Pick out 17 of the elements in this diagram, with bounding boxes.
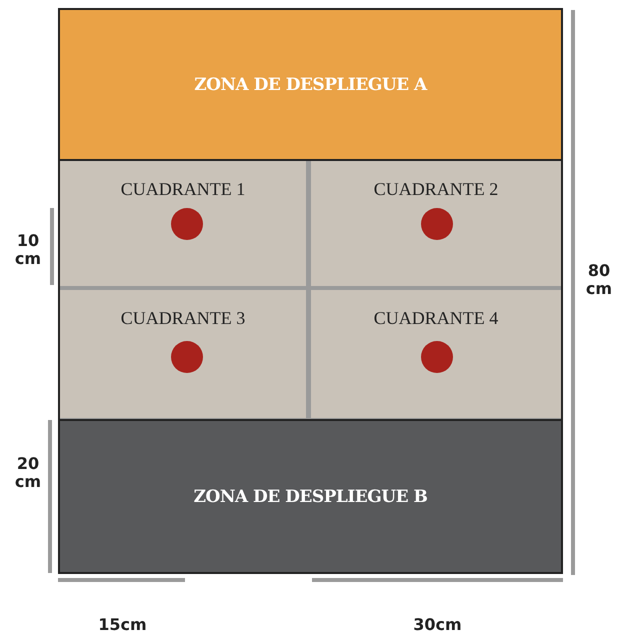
deployment-zone [58, 8, 563, 161]
quadrant-title: CUADRANTE 1 [120, 179, 246, 200]
dimension-label: 30cm [412, 616, 463, 634]
dimension-label: 15cm [97, 616, 148, 634]
quadrant-title: CUADRANTE 4 [374, 308, 498, 329]
quadrant-title: CUADRANTE 2 [374, 179, 498, 200]
quadrant-area [311, 290, 561, 418]
quadrant-area [60, 290, 306, 418]
zone-title: ZONA DE DESPLIEGUE B [194, 486, 428, 506]
zone-title: ZONA DE DESPLIEGUE A [194, 74, 427, 94]
quadrant-area [311, 161, 561, 286]
dimension-label: 80 cm [584, 262, 614, 298]
deployment-zone [58, 419, 563, 574]
quadrant-area [60, 161, 306, 286]
dimension-label: 20 cm [14, 455, 42, 491]
quadrant-title: CUADRANTE 3 [120, 308, 246, 329]
dimension-label: 10 cm [14, 232, 42, 268]
